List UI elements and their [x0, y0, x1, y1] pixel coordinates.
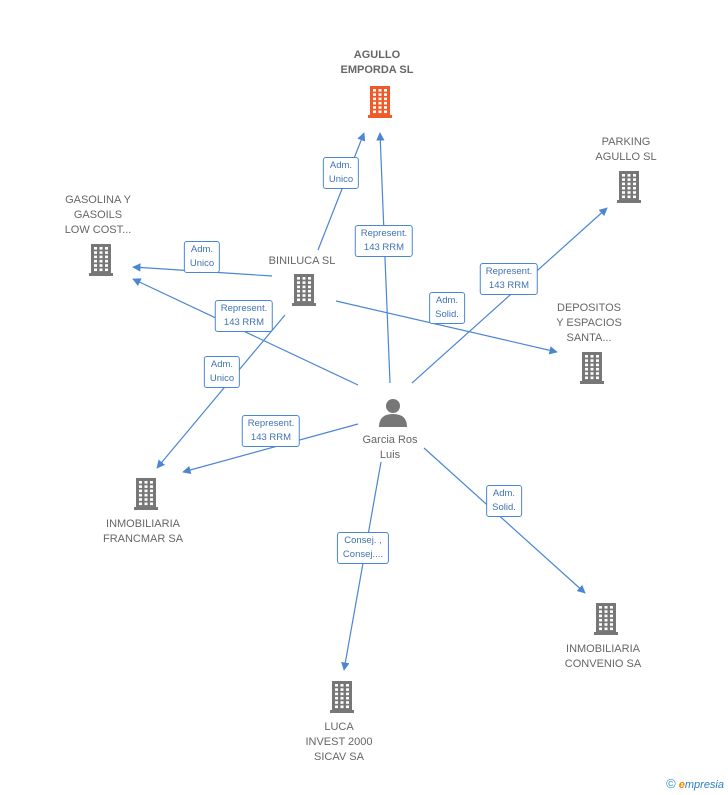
node-label-line: INMOBILIARIA [566, 643, 640, 655]
node-label-parking[interactable]: PARKING AGULLO SL [595, 135, 656, 165]
building-icon[interactable] [617, 171, 641, 203]
edge-label-line: Solid. [435, 309, 459, 320]
node-label-line: PARKING [601, 136, 651, 148]
edge-label-garcia-to-convenio[interactable]: Adm. Solid. [486, 485, 522, 517]
node-label-line: BINILUCA SL [268, 255, 336, 267]
building-icon[interactable] [580, 352, 604, 384]
copyright-symbol: © [666, 776, 676, 791]
building-icon[interactable] [368, 86, 392, 118]
node-label-line: CONVENIO SA [564, 658, 642, 670]
edge-garcia-to-luca [341, 461, 382, 671]
edge-label-line: Adm. [190, 244, 214, 255]
brand-name: mpresia [684, 779, 724, 791]
node-label-agullo[interactable]: AGULLO EMPORDA SL [341, 48, 414, 78]
person-icon[interactable] [379, 399, 407, 427]
node-label-convenio[interactable]: INMOBILIARIA CONVENIO SA [565, 642, 641, 672]
edge-label-garcia-to-gasolina[interactable]: Represent. 143 RRM [214, 300, 274, 332]
edge-label-line: Represent. [485, 266, 533, 277]
edge-biniluca-to-francmar [156, 314, 286, 469]
edge-label-line: Adm. [492, 488, 516, 499]
node-label-line: AGULLO SL [595, 151, 657, 163]
edge-label-biniluca-to-gasolina[interactable]: Adm. Unico [183, 241, 221, 273]
building-icon[interactable] [330, 681, 354, 713]
node-label-line: SANTA... [566, 332, 612, 344]
edge-label-biniluca-to-francmar[interactable]: Adm. Unico [203, 356, 241, 388]
edge-label-garcia-to-luca[interactable]: Consej. , Consej.... [336, 532, 390, 564]
node-label-biniluca[interactable]: BINILUCA SL [269, 254, 336, 269]
building-icon[interactable] [292, 274, 316, 306]
edge-label-line: Represent. [247, 418, 295, 429]
edge-garcia-to-convenio [423, 447, 586, 594]
node-label-line: FRANCMAR SA [102, 533, 184, 545]
node-label-francmar[interactable]: INMOBILIARIA FRANCMAR SA [103, 517, 183, 547]
edge-label-line: Unico [328, 174, 354, 185]
edge-label-line: 143 RRM [363, 242, 405, 253]
node-label-line: INMOBILIARIA [106, 518, 180, 530]
node-label-line: INVEST 2000 [305, 736, 373, 748]
edge-label-biniluca-to-agullo[interactable]: Adm. Unico [322, 157, 360, 189]
edge-label-line: Adm. [329, 160, 353, 171]
footer-brand[interactable]: © empresia [666, 776, 724, 791]
edge-garcia-to-parking [411, 207, 608, 384]
edge-label-line: Solid. [492, 502, 516, 513]
node-label-line: Luis [379, 449, 401, 461]
node-label-depositos[interactable]: DEPOSITOS Y ESPACIOS SANTA... [556, 301, 622, 346]
edge-label-line: Unico [209, 373, 235, 384]
node-label-line: AGULLO [353, 49, 401, 61]
node-label-line: Y ESPACIOS [556, 317, 622, 329]
edge-label-line: Unico [189, 258, 215, 269]
edge-garcia-to-agullo [376, 132, 391, 384]
edge-label-line: 143 RRM [250, 432, 292, 443]
building-icon[interactable] [134, 478, 158, 510]
edge-label-line: Represent. [360, 228, 408, 239]
edge-label-garcia-to-parking[interactable]: Represent. 143 RRM [479, 263, 539, 295]
edge-garcia-to-gasolina [132, 278, 359, 386]
node-label-line: GASOLINA Y [65, 194, 131, 206]
node-label-line: DEPOSITOS [557, 302, 621, 314]
edge-label-biniluca-to-depositos[interactable]: Adm. Solid. [429, 292, 465, 324]
node-label-line: SICAV SA [314, 751, 364, 763]
node-label-line: LOW COST... [64, 224, 132, 236]
brand-logo-e: e [678, 779, 685, 791]
node-label-gasolina[interactable]: GASOLINA Y GASOILS LOW COST... [65, 193, 132, 238]
edge-label-garcia-to-agullo[interactable]: Represent. 143 RRM [354, 225, 414, 257]
edge-biniluca-to-depositos [335, 300, 558, 355]
edge-label-garcia-to-francmar[interactable]: Represent. 143 RRM [241, 415, 301, 447]
edge-label-line: 143 RRM [488, 280, 530, 291]
building-icon[interactable] [594, 603, 618, 635]
edge-biniluca-to-agullo [317, 132, 366, 251]
node-label-line: GASOILS [73, 209, 123, 221]
edge-label-line: 143 RRM [223, 317, 265, 328]
edge-label-line: Adm. [435, 295, 459, 306]
edge-label-line: Adm. [210, 359, 234, 370]
edge-garcia-to-francmar [182, 423, 359, 475]
node-label-line: LUCA [324, 721, 354, 733]
building-icon[interactable] [89, 244, 113, 276]
edge-label-line: Represent. [220, 303, 268, 314]
edge-label-line: Consej.... [342, 549, 384, 560]
edge-label-line: Consej. , [344, 535, 382, 546]
node-label-line: EMPORDA SL [340, 64, 414, 76]
node-label-line: Garcia Ros [362, 434, 418, 446]
